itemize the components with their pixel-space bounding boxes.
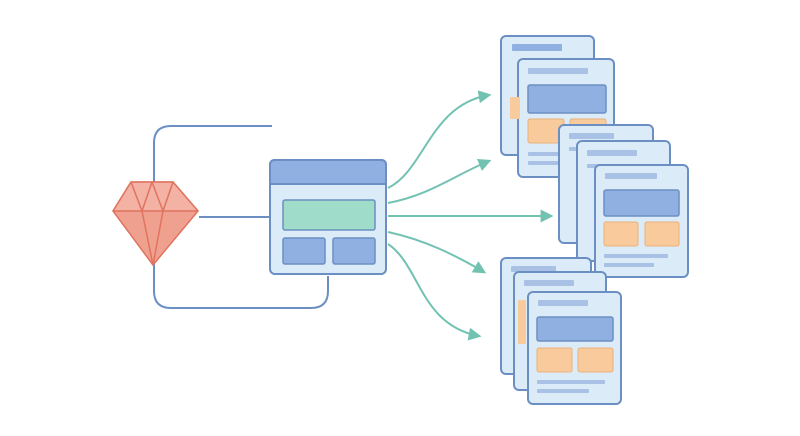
output-stack-middle	[558, 124, 689, 278]
template-left-block	[282, 237, 326, 265]
arrow-to-bottom-stack	[387, 243, 482, 341]
template-header-bar	[269, 159, 387, 185]
document-page-icon	[527, 291, 622, 405]
ruby-gem-icon	[112, 181, 199, 266]
arrow-to-top-stack	[387, 90, 492, 189]
arrow-to-upper-middle	[387, 158, 492, 204]
template-right-block	[332, 237, 376, 265]
output-stack-bottom	[500, 257, 622, 405]
connector-frame	[153, 125, 329, 309]
output-arrows	[387, 90, 554, 341]
document-page-icon	[594, 164, 689, 278]
template-page-icon	[269, 159, 387, 275]
arrow-to-lower-middle	[387, 231, 487, 274]
template-content-block	[282, 199, 376, 231]
